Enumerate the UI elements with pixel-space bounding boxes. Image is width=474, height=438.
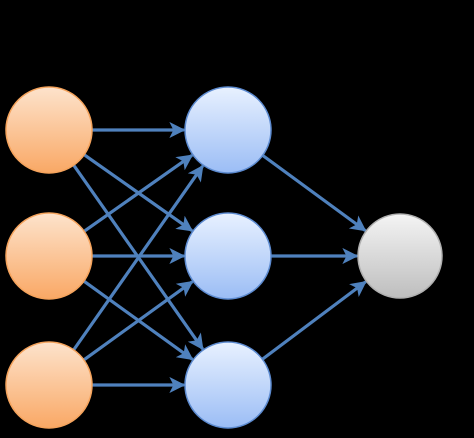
node-input-1 (5, 86, 93, 174)
edge-hidden-1-to-output-1 (261, 154, 367, 232)
node-input-2 (5, 212, 93, 300)
node-group (5, 86, 443, 429)
node-hidden-1 (184, 86, 272, 174)
edge-group (72, 122, 367, 393)
node-input-3 (5, 341, 93, 429)
node-hidden-3 (184, 341, 272, 429)
node-hidden-2 (184, 212, 272, 300)
edge-input-3-to-hidden-1 (72, 164, 204, 351)
edge-input-2-to-hidden-1 (83, 154, 194, 233)
node-output-1 (357, 213, 443, 299)
edge-input-3-to-hidden-2 (83, 280, 194, 361)
edge-hidden-3-to-output-1 (261, 280, 367, 361)
